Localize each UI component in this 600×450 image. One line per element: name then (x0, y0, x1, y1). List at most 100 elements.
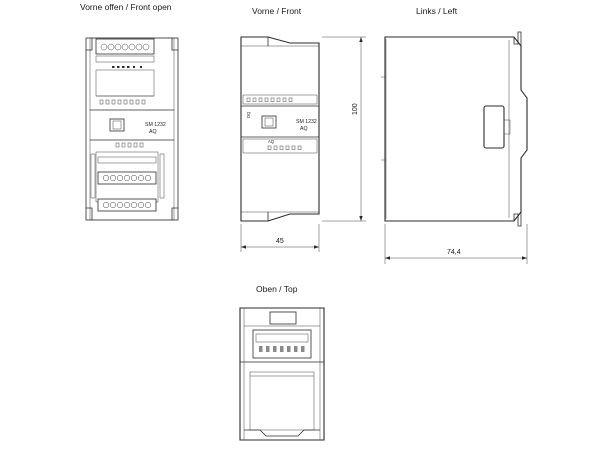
lower-terminal-block-1 (97, 171, 157, 185)
front-dq-label: DQ (246, 111, 251, 118)
terminal-screw (121, 43, 129, 51)
terminal-screw (109, 201, 117, 209)
pin (115, 142, 120, 148)
front-open-view: SM 1232 AQ (85, 37, 179, 221)
model-text: SM 1232 (145, 122, 166, 128)
pin (297, 145, 302, 150)
pin (288, 97, 293, 102)
lower-pin-row (115, 142, 144, 148)
terminal-screw (116, 174, 124, 182)
top-terminal-housing (252, 329, 312, 359)
left-connector-tab (503, 119, 511, 135)
dim-depth-value: 74,4 (447, 249, 461, 256)
front-variant-text: AQ (300, 126, 308, 132)
title-top: Oben / Top (256, 284, 298, 294)
terminal-screw (130, 201, 138, 209)
upper-pin-row (99, 99, 146, 105)
front-module-slot (261, 115, 277, 129)
pin (135, 99, 140, 105)
terminal-screw (137, 174, 145, 182)
pin (123, 99, 128, 105)
pin (129, 99, 134, 105)
terminal-opening (280, 346, 284, 352)
front-lower-pins (267, 145, 302, 150)
front-lower-pin-panel (242, 138, 318, 154)
terminal-opening (294, 346, 298, 352)
side-label-strip-left (90, 153, 96, 199)
pin (141, 99, 146, 105)
left-housing-outline (384, 36, 528, 222)
led (127, 66, 130, 68)
terminal-screw (144, 174, 152, 182)
terminal-screw (130, 174, 138, 182)
pin (133, 142, 138, 148)
pin (270, 97, 275, 102)
terminal-screw (135, 43, 143, 51)
terminal-screw (102, 201, 110, 209)
pin (279, 145, 284, 150)
led (112, 66, 115, 68)
terminal-screw (109, 174, 117, 182)
side-label-strip-right (159, 153, 165, 199)
lower-terminal-block-2 (97, 198, 157, 212)
terminal-screw (123, 201, 131, 209)
front-open-outline (85, 37, 179, 221)
terminal-opening (259, 346, 263, 352)
pin (111, 99, 116, 105)
front-view: SM 1232 AQ DQ AQ 100 45 (240, 36, 366, 252)
pin (252, 97, 257, 102)
top-terminal-block (95, 38, 155, 55)
pin (117, 99, 122, 105)
pin (258, 97, 263, 102)
module-slot (109, 118, 125, 132)
terminal-opening (287, 346, 291, 352)
title-front-open: Vorne offen / Front open (80, 2, 172, 12)
pin (121, 142, 126, 148)
front-upper-pins (246, 97, 293, 102)
front-open-top-shoulders (86, 38, 178, 51)
led (140, 66, 142, 68)
dim-height-value: 100 (352, 103, 359, 115)
terminal-screw (114, 43, 122, 51)
left-bottom-rail (513, 212, 522, 227)
terminal-screw (100, 43, 108, 51)
pin (127, 142, 132, 148)
lower-terminal-screws-2 (102, 201, 152, 209)
top-terminal-labels (95, 55, 155, 63)
terminal-opening (301, 346, 305, 352)
terminal-opening (273, 346, 277, 352)
top-terminal-strip (255, 333, 309, 343)
terminal-screw (142, 43, 150, 51)
top-housing-outline (239, 307, 325, 441)
front-upper-pin-panel (242, 94, 318, 105)
terminal-opening (266, 346, 270, 352)
title-left: Links / Left (416, 6, 458, 16)
left-top-rail (513, 31, 522, 46)
variant-text: AQ (149, 129, 157, 135)
status-leds (112, 66, 142, 68)
terminal-screw (107, 43, 115, 51)
pin (273, 145, 278, 150)
pin (282, 97, 287, 102)
title-front: Vorne / Front (252, 6, 302, 16)
pin (139, 142, 144, 148)
front-model-text: SM 1232 (296, 119, 317, 125)
lower-terminal-label-row (97, 156, 157, 164)
pin (264, 97, 269, 102)
dim-width-value: 45 (276, 238, 284, 245)
top-lower-recess (249, 371, 315, 431)
pin (246, 97, 251, 102)
led (133, 66, 135, 68)
left-view: 74,4 (381, 31, 528, 264)
terminal-screw (137, 201, 145, 209)
pin (285, 145, 290, 150)
led (122, 66, 125, 68)
terminal-screw (116, 201, 124, 209)
pin (267, 145, 272, 150)
front-aq-label: AQ (268, 139, 275, 144)
top-view (239, 307, 325, 441)
top-clip (269, 311, 297, 325)
lower-terminal-screws-1 (102, 174, 152, 182)
pin (276, 97, 281, 102)
